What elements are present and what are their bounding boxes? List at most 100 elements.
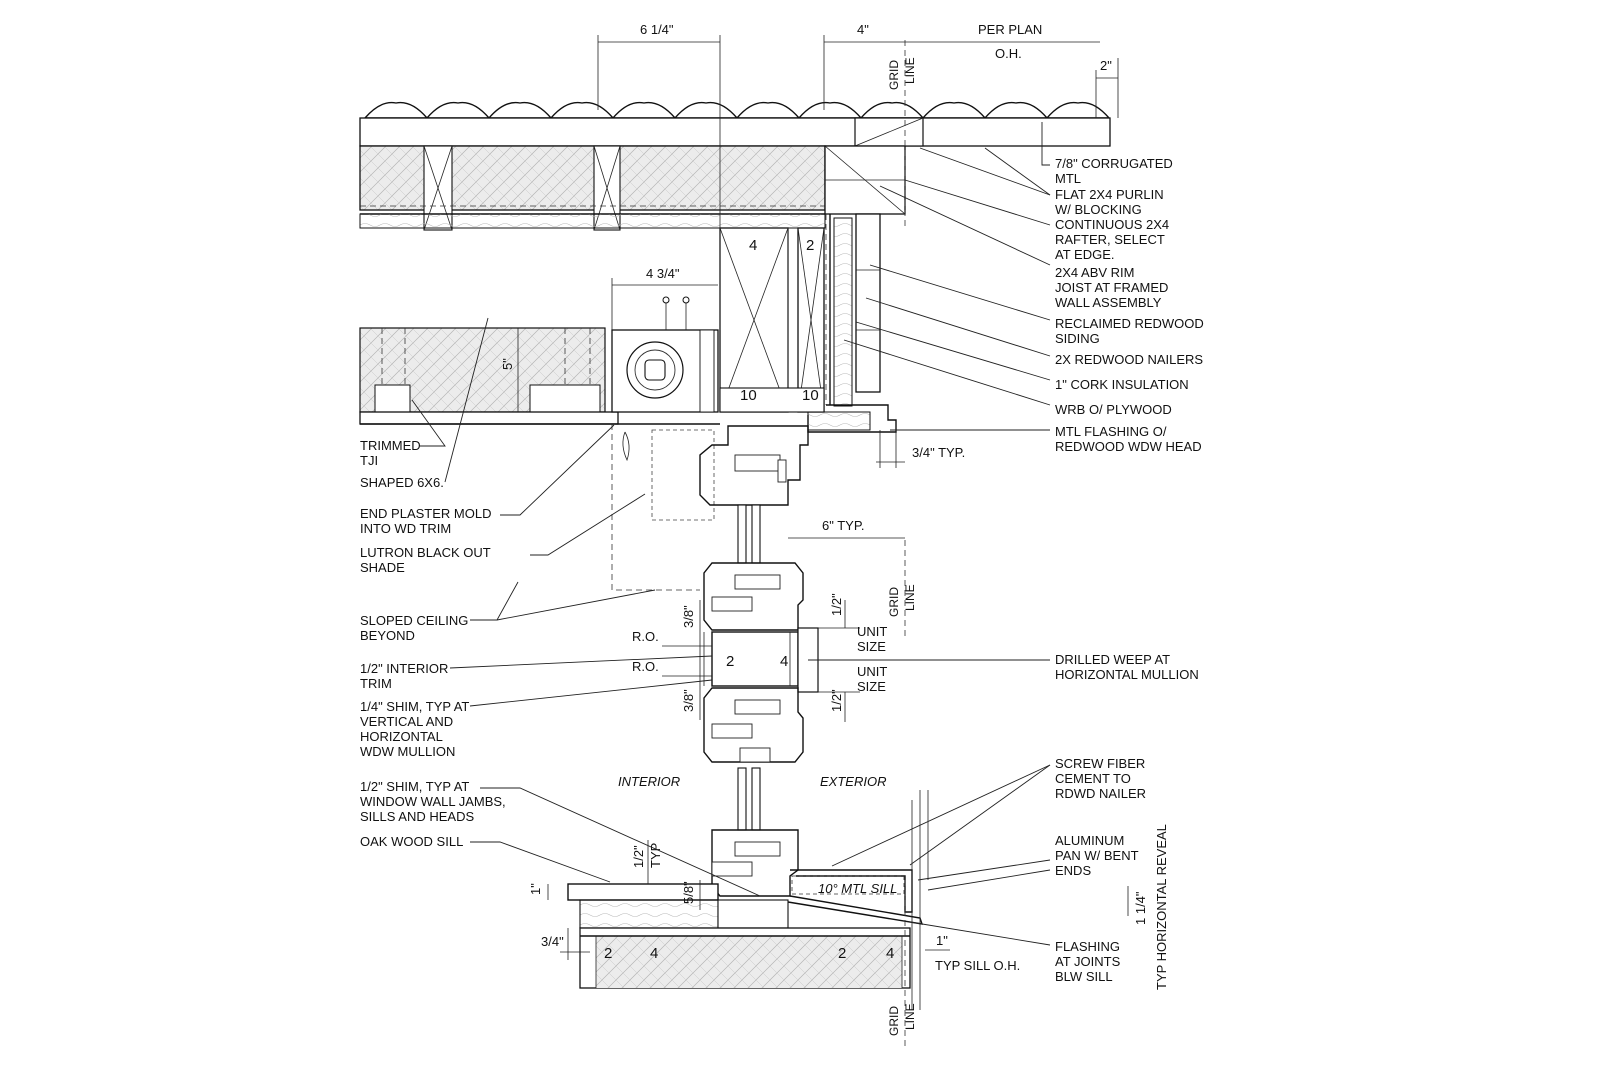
corrugated-metal-roof xyxy=(364,101,1110,120)
grid-label-mid-1: GRID xyxy=(887,587,901,617)
mullion-label-4: 4 xyxy=(780,653,788,670)
svg-text:1": 1" xyxy=(528,883,543,895)
svg-text:SIZE: SIZE xyxy=(857,639,886,654)
svg-text:BLW SILL: BLW SILL xyxy=(1055,969,1113,984)
svg-text:R.O.: R.O. xyxy=(632,629,659,644)
mtl-sill-label: 10° MTL SILL xyxy=(818,881,897,896)
svg-text:6 1/4": 6 1/4" xyxy=(640,22,674,37)
svg-text:BEYOND: BEYOND xyxy=(360,628,415,643)
svg-text:WDW MULLION: WDW MULLION xyxy=(360,744,455,759)
svg-text:AT EDGE.: AT EDGE. xyxy=(1055,247,1114,262)
svg-text:R.O.: R.O. xyxy=(632,659,659,674)
member-label-4: 4 xyxy=(749,237,757,254)
sloped-ceiling-beyond-outline xyxy=(611,424,700,591)
member-label-2: 2 xyxy=(806,237,814,254)
svg-text:RECLAIMED REDWOOD: RECLAIMED REDWOOD xyxy=(1055,316,1204,331)
svg-text:MTL: MTL xyxy=(1055,171,1081,186)
sill-framing: 2 4 2 4 xyxy=(579,927,911,989)
note-mtl-flashing: MTL FLASHING O/ REDWOOD WDW HEAD xyxy=(1055,424,1202,454)
svg-text:LUTRON BLACK OUT: LUTRON BLACK OUT xyxy=(360,545,491,560)
svg-text:RAFTER, SELECT: RAFTER, SELECT xyxy=(1055,232,1165,247)
svg-text:1/2" INTERIOR: 1/2" INTERIOR xyxy=(360,661,448,676)
sill-member-4b: 4 xyxy=(886,945,894,962)
svg-text:UNIT: UNIT xyxy=(857,624,887,639)
sill-member-2b: 2 xyxy=(838,945,846,962)
svg-text:PAN W/ BENT: PAN W/ BENT xyxy=(1055,848,1139,863)
svg-text:5": 5" xyxy=(500,358,515,370)
svg-text:ENDS: ENDS xyxy=(1055,863,1091,878)
note-cork-insulation: 1" CORK INSULATION xyxy=(1055,377,1189,392)
note-screw-fiber-cement: SCREW FIBER CEMENT TO RDWD NAILER xyxy=(1055,756,1146,801)
header-beams: 4 2 10 10 xyxy=(719,227,825,413)
svg-text:1/2": 1/2" xyxy=(829,689,844,712)
svg-text:1 1/4": 1 1/4" xyxy=(1133,891,1148,925)
note-oak-wood-sill: OAK WOOD SILL xyxy=(360,834,463,849)
note-rim-joist: 2X4 ABV RIM JOIST AT FRAMED WALL ASSEMBL… xyxy=(1055,265,1168,310)
svg-text:CEMENT TO: CEMENT TO xyxy=(1055,771,1131,786)
svg-text:2X4 ABV RIM: 2X4 ABV RIM xyxy=(1055,265,1134,280)
grid-label-bottom-1: GRID xyxy=(887,1006,901,1036)
svg-text:SILLS AND HEADS: SILLS AND HEADS xyxy=(360,809,474,824)
note-redwood-nailers: 2X REDWOOD NAILERS xyxy=(1055,352,1203,367)
svg-text:1/2": 1/2" xyxy=(631,845,646,868)
notes-left: TRIMMED TJI SHAPED 6X6. END PLASTER MOLD… xyxy=(360,438,506,849)
note-end-plaster-mold: END PLASTER MOLD INTO WD TRIM xyxy=(360,506,491,536)
svg-text:REDWOOD WDW HEAD: REDWOOD WDW HEAD xyxy=(1055,439,1202,454)
svg-text:1": 1" xyxy=(936,933,948,948)
svg-text:PER PLAN: PER PLAN xyxy=(978,22,1042,37)
svg-text:SIDING: SIDING xyxy=(1055,331,1100,346)
sill-member-2a: 2 xyxy=(604,945,612,962)
interior-label: INTERIOR xyxy=(618,774,680,789)
svg-text:5/8": 5/8" xyxy=(681,881,696,904)
exterior-siding-assembly xyxy=(807,213,897,433)
grid-label-top-2: LINE xyxy=(903,57,917,84)
leaders-right xyxy=(808,122,1051,946)
svg-text:TRIMMED: TRIMMED xyxy=(360,438,421,453)
svg-text:MTL FLASHING O/: MTL FLASHING O/ xyxy=(1055,424,1167,439)
svg-text:END PLASTER MOLD: END PLASTER MOLD xyxy=(360,506,491,521)
exterior-label: EXTERIOR xyxy=(820,774,886,789)
svg-text:SHADE: SHADE xyxy=(360,560,405,575)
window-head-frame xyxy=(699,425,809,506)
svg-text:TJI: TJI xyxy=(360,453,378,468)
note-sloped-ceiling: SLOPED CEILING BEYOND xyxy=(360,613,468,643)
svg-text:2": 2" xyxy=(1100,58,1112,73)
svg-text:FLAT 2X4 PURLIN: FLAT 2X4 PURLIN xyxy=(1055,187,1164,202)
svg-text:3/8": 3/8" xyxy=(681,689,696,712)
note-half-shim: 1/2" SHIM, TYP AT WINDOW WALL JAMBS, SIL… xyxy=(360,779,506,824)
metal-sill-pan: 10° MTL SILL xyxy=(787,869,924,925)
note-aluminum-pan: ALUMINUM PAN W/ BENT ENDS xyxy=(1055,833,1139,878)
svg-text:4": 4" xyxy=(857,22,869,37)
svg-text:AT JOINTS: AT JOINTS xyxy=(1055,954,1121,969)
grid-label-bottom-2: LINE xyxy=(903,1003,917,1030)
member-label-10a: 10 xyxy=(740,387,757,404)
mullion-label-2: 2 xyxy=(726,653,734,670)
svg-text:DRILLED WEEP AT: DRILLED WEEP AT xyxy=(1055,652,1170,667)
svg-text:UNIT: UNIT xyxy=(857,664,887,679)
grid-lines: GRID LINE GRID LINE GRID LINE xyxy=(887,40,917,1050)
horizontal-mullion-assembly: 2 4 xyxy=(703,562,819,763)
svg-text:CONTINUOUS 2X4: CONTINUOUS 2X4 xyxy=(1055,217,1169,232)
interior-ceiling-tji xyxy=(359,327,720,425)
svg-text:1/4" SHIM, TYP AT: 1/4" SHIM, TYP AT xyxy=(360,699,469,714)
shade-pocket xyxy=(611,296,719,521)
leaders-left xyxy=(411,317,761,897)
note-wrb-plywood: WRB O/ PLYWOOD xyxy=(1055,402,1172,417)
note-quarter-shim: 1/4" SHIM, TYP AT VERTICAL AND HORIZONTA… xyxy=(360,699,469,759)
member-label-10b: 10 xyxy=(802,387,819,404)
svg-text:6" TYP.: 6" TYP. xyxy=(822,518,864,533)
svg-text:1/2": 1/2" xyxy=(829,593,844,616)
svg-text:FLASHING: FLASHING xyxy=(1055,939,1120,954)
roof-insulation-rafter-zone xyxy=(359,145,906,231)
svg-text:7/8" CORRUGATED: 7/8" CORRUGATED xyxy=(1055,156,1173,171)
note-flat-purlin: FLAT 2X4 PURLIN W/ BLOCKING xyxy=(1055,187,1164,217)
note-lutron-shade: LUTRON BLACK OUT SHADE xyxy=(360,545,491,575)
grid-label-mid-2: LINE xyxy=(903,584,917,611)
note-continuous-rafter: CONTINUOUS 2X4 RAFTER, SELECT AT EDGE. xyxy=(1055,217,1169,262)
window-sill-frame xyxy=(711,829,799,897)
note-flashing-joints: FLASHING AT JOINTS BLW SILL xyxy=(1055,939,1121,984)
note-interior-trim: 1/2" INTERIOR TRIM xyxy=(360,661,448,691)
svg-text:WALL ASSEMBLY: WALL ASSEMBLY xyxy=(1055,295,1162,310)
svg-text:1/2" SHIM, TYP AT: 1/2" SHIM, TYP AT xyxy=(360,779,469,794)
